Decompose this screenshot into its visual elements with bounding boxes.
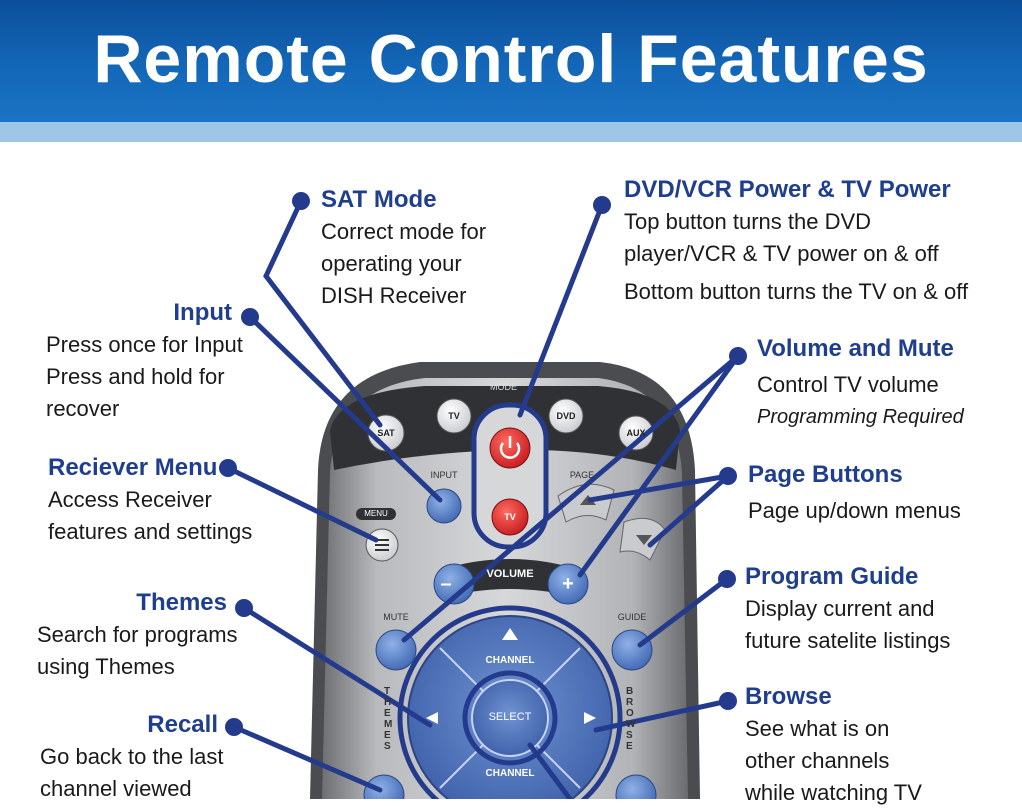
- callout-desc: Access Receiver features and settings: [48, 487, 253, 544]
- callout-desc: See what is on other channels while watc…: [745, 716, 922, 805]
- page-label: PAGE: [569, 470, 595, 480]
- callout-dvd-power: DVD/VCR Power & TV Power Top button turn…: [624, 174, 1004, 308]
- callout-sat-mode: SAT Mode Correct mode for operating your…: [321, 184, 541, 312]
- callout-browse: Browse See what is on other channels whi…: [745, 681, 1015, 809]
- tv-power-label: TV: [504, 512, 516, 522]
- volume-label: VOLUME: [486, 568, 534, 580]
- left-arrow: [426, 712, 438, 724]
- select-button: [471, 679, 549, 757]
- callout-title: Input: [173, 299, 232, 326]
- browse-leader: [593, 698, 731, 733]
- mute-label: MUTE: [383, 612, 409, 622]
- tv-mode-button: [436, 398, 472, 434]
- callout-title: Browse: [745, 683, 832, 710]
- mode-label: MODE: [490, 382, 517, 392]
- select-label: SELECT: [488, 711, 532, 723]
- callout-title: Themes: [136, 589, 227, 616]
- callout-themes: Themes Search for programs using Themes: [37, 587, 277, 683]
- guide-button: [611, 629, 653, 671]
- dpad-outline: [397, 605, 623, 799]
- tv-power-button: [491, 498, 529, 536]
- callout-desc: Display current and future satelite list…: [745, 596, 951, 653]
- browse-bottom-button: [615, 774, 657, 799]
- page-title: Remote Control Features: [93, 21, 929, 97]
- tv-label: TV: [448, 411, 460, 421]
- callout-title: Reciever Menu: [48, 454, 218, 481]
- aux-mode-button: [618, 415, 654, 451]
- sat-label: SAT: [377, 428, 395, 438]
- header-banner: [0, 0, 1022, 122]
- callout-page: Page Buttons Page up/down menus: [748, 459, 1008, 527]
- receiver-menu-leader: [225, 465, 379, 543]
- volume-leader-a: [577, 353, 741, 578]
- browse-side-label: BROWSE: [626, 686, 636, 752]
- callout-desc: Go back to the last channel viewed: [40, 744, 224, 801]
- callout-title: Recall: [147, 711, 218, 738]
- svg-text:–: –: [440, 573, 451, 595]
- channel-up-label: CHANNEL: [485, 655, 535, 666]
- dvd-label: DVD: [556, 411, 576, 421]
- callout-desc: Control TV volume: [757, 372, 939, 397]
- callout-volume: Volume and Mute Control TV volume Progra…: [757, 333, 1017, 433]
- callout-note: Programming Required: [757, 406, 964, 428]
- callout-title: DVD/VCR Power & TV Power: [624, 176, 951, 203]
- callout-title: Volume and Mute: [757, 335, 954, 362]
- aux-label: AUX: [626, 428, 646, 438]
- dvd-power-leader: [517, 202, 605, 418]
- callout-desc-2: Bottom button turns the TV on & off: [624, 279, 969, 304]
- callout-input: Input Press once for Input Press and hol…: [46, 297, 286, 425]
- volume-leader-b: [401, 353, 741, 643]
- callout-title: Page Buttons: [748, 461, 903, 488]
- page-leader-b: [647, 473, 731, 548]
- callout-desc: Correct mode for operating your DISH Rec…: [321, 219, 487, 308]
- input-label: INPUT: [430, 470, 458, 480]
- callout-desc: Press once for Input Press and hold for …: [46, 332, 243, 421]
- page-leader-a: [587, 473, 731, 503]
- volume-bar: [440, 559, 580, 598]
- callout-title: SAT Mode: [321, 186, 437, 213]
- guide-leader: [637, 576, 730, 648]
- themes-leader: [241, 605, 433, 728]
- callout-desc: Search for programs using Themes: [37, 622, 238, 679]
- menu-label: MENU: [364, 509, 388, 518]
- callout-desc: Top button turns the DVD player/VCR & TV…: [624, 209, 939, 266]
- header-stripe: [0, 122, 1022, 142]
- callout-guide: Program Guide Display current and future…: [745, 561, 1015, 657]
- callout-recall: Recall Go back to the last channel viewe…: [40, 709, 280, 805]
- recall-leader: [231, 724, 383, 793]
- themes-side-label: THEMES: [384, 686, 393, 752]
- volume-down-button: [433, 563, 475, 605]
- recall-button: [363, 774, 405, 799]
- input-leader: [247, 314, 443, 503]
- guide-label: GUIDE: [617, 612, 647, 622]
- callout-title: Program Guide: [745, 563, 919, 590]
- callout-desc: Page up/down menus: [748, 498, 961, 523]
- sat-mode-leader: [263, 198, 383, 428]
- right-arrow: [584, 712, 596, 724]
- channel-up-arrow: [502, 628, 518, 640]
- dvd-mode-button: [548, 398, 584, 434]
- callout-receiver-menu: Reciever Menu Access Receiver features a…: [48, 452, 308, 548]
- svg-text:+: +: [562, 573, 574, 595]
- select-leader: [527, 742, 573, 799]
- channel-down-label: CHANNEL: [485, 768, 535, 779]
- select-outline: [462, 670, 558, 766]
